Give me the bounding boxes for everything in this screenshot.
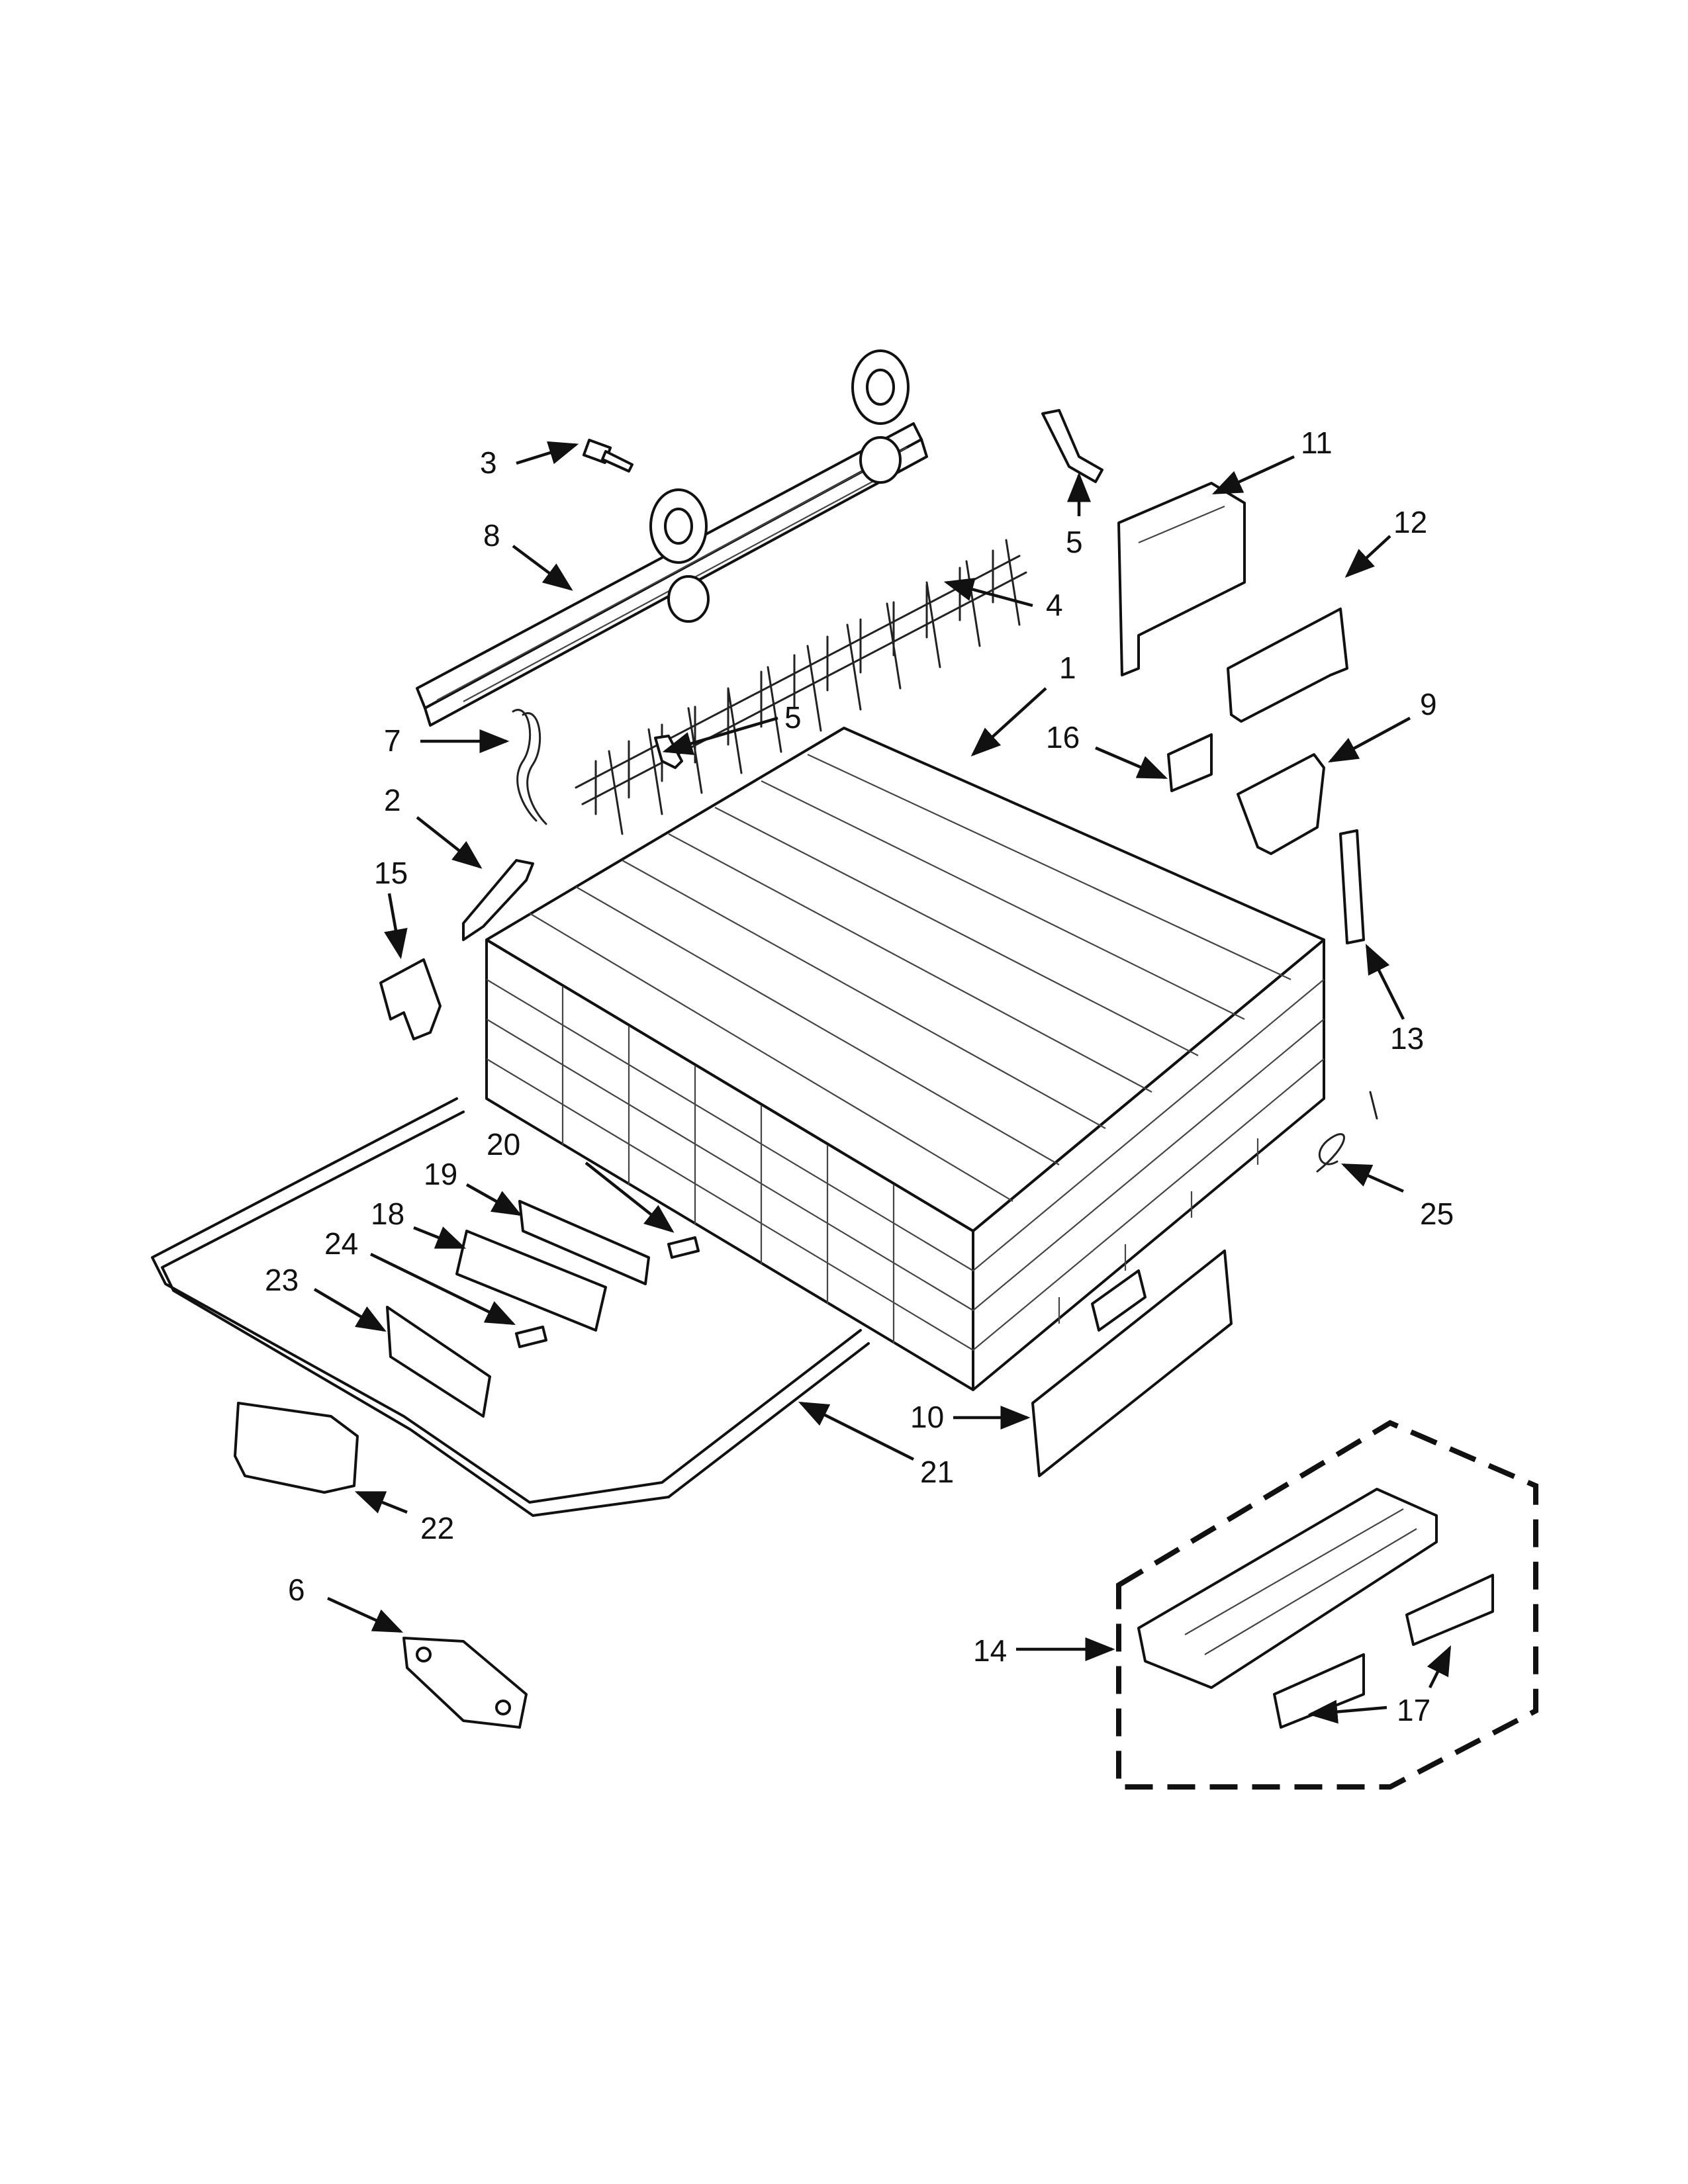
callout-labels: 1 2 3 4 5 5 6 7 8 9 10 11 12 13 14 15 16… bbox=[265, 426, 1454, 1727]
callout-23: 23 bbox=[265, 1263, 299, 1297]
callout-25: 25 bbox=[1420, 1197, 1454, 1231]
callout-12: 12 bbox=[1393, 505, 1427, 539]
leader-8 bbox=[512, 545, 573, 591]
part-20-screw bbox=[667, 1236, 700, 1259]
callout-7: 7 bbox=[384, 723, 401, 758]
part-17-clip-b bbox=[1405, 1574, 1494, 1646]
part-13-adjuster bbox=[1339, 829, 1365, 944]
leader-20 bbox=[585, 1161, 675, 1233]
leader-6 bbox=[327, 1596, 404, 1633]
part-16-clip bbox=[1167, 733, 1213, 792]
leader-1 bbox=[970, 687, 1047, 757]
part-9-bracket bbox=[1237, 753, 1325, 855]
part-2-clip bbox=[462, 859, 534, 941]
part-14-kit-group bbox=[1116, 1420, 1538, 1790]
callout-4: 4 bbox=[1046, 588, 1063, 622]
leader-12 bbox=[1344, 535, 1391, 578]
callout-21: 21 bbox=[920, 1455, 954, 1489]
part-5-clip-upper bbox=[1041, 409, 1103, 483]
callout-17: 17 bbox=[1397, 1693, 1430, 1727]
leader-18 bbox=[413, 1226, 467, 1250]
leader-25 bbox=[1340, 1163, 1404, 1193]
leader-19 bbox=[465, 1183, 522, 1216]
callout-19: 19 bbox=[424, 1157, 457, 1191]
callout-5-lower: 5 bbox=[784, 700, 802, 735]
part-24-screw bbox=[515, 1326, 547, 1348]
callout-5-upper: 5 bbox=[1066, 525, 1083, 559]
part-11-bracket bbox=[1117, 482, 1246, 676]
part-12-bracket bbox=[1227, 608, 1348, 723]
leader-lines bbox=[313, 441, 1452, 1724]
leader-3 bbox=[516, 441, 579, 465]
leader-17a bbox=[1307, 1700, 1387, 1724]
part-18-handle-insert bbox=[455, 1230, 607, 1332]
leader-22 bbox=[354, 1490, 408, 1514]
part-25-spring bbox=[1316, 1091, 1378, 1173]
callout-6: 6 bbox=[288, 1572, 305, 1607]
part-6-bracket bbox=[402, 1637, 528, 1729]
callout-22: 22 bbox=[420, 1511, 454, 1545]
callout-20: 20 bbox=[487, 1127, 520, 1161]
leader-21 bbox=[798, 1401, 915, 1461]
callout-1: 1 bbox=[1059, 651, 1076, 685]
callout-9: 9 bbox=[1420, 687, 1437, 721]
callout-10: 10 bbox=[910, 1400, 944, 1434]
leader-23 bbox=[313, 1288, 387, 1332]
leader-16 bbox=[1095, 746, 1168, 780]
leader-9 bbox=[1328, 717, 1411, 763]
part-17-clip-a bbox=[1273, 1653, 1365, 1729]
leader-5b bbox=[662, 716, 778, 755]
part-3-screw bbox=[582, 438, 633, 473]
leader-15 bbox=[384, 893, 408, 960]
leader-24 bbox=[370, 1252, 516, 1326]
callout-15: 15 bbox=[374, 856, 408, 890]
part-1-upper-rack bbox=[485, 727, 1325, 1391]
callout-16: 16 bbox=[1046, 720, 1080, 754]
callout-13: 13 bbox=[1390, 1021, 1424, 1056]
leader-11 bbox=[1211, 455, 1295, 495]
callout-14: 14 bbox=[973, 1633, 1007, 1668]
leader-13 bbox=[1365, 943, 1405, 1021]
part-22-handle bbox=[234, 1402, 359, 1494]
part-23-handle-bracket bbox=[386, 1306, 491, 1418]
part-21-handle-frame bbox=[151, 1097, 870, 1517]
callout-18: 18 bbox=[371, 1197, 404, 1231]
leader-17b bbox=[1427, 1645, 1452, 1689]
part-8-rack-slide-rail bbox=[416, 349, 928, 727]
leader-2 bbox=[416, 816, 483, 869]
callout-24: 24 bbox=[324, 1226, 358, 1261]
callout-3: 3 bbox=[480, 445, 497, 480]
leader-4 bbox=[943, 578, 1033, 608]
callout-2: 2 bbox=[384, 783, 401, 817]
part-10-adjuster-assembly bbox=[1031, 1250, 1233, 1477]
part-4-tine-row bbox=[575, 539, 1027, 835]
part-19-handle-cover bbox=[518, 1200, 650, 1285]
callout-11: 11 bbox=[1301, 426, 1333, 460]
part-15-latch bbox=[379, 958, 442, 1040]
part-7-wire-guide bbox=[512, 709, 547, 825]
callout-8: 8 bbox=[483, 518, 500, 553]
